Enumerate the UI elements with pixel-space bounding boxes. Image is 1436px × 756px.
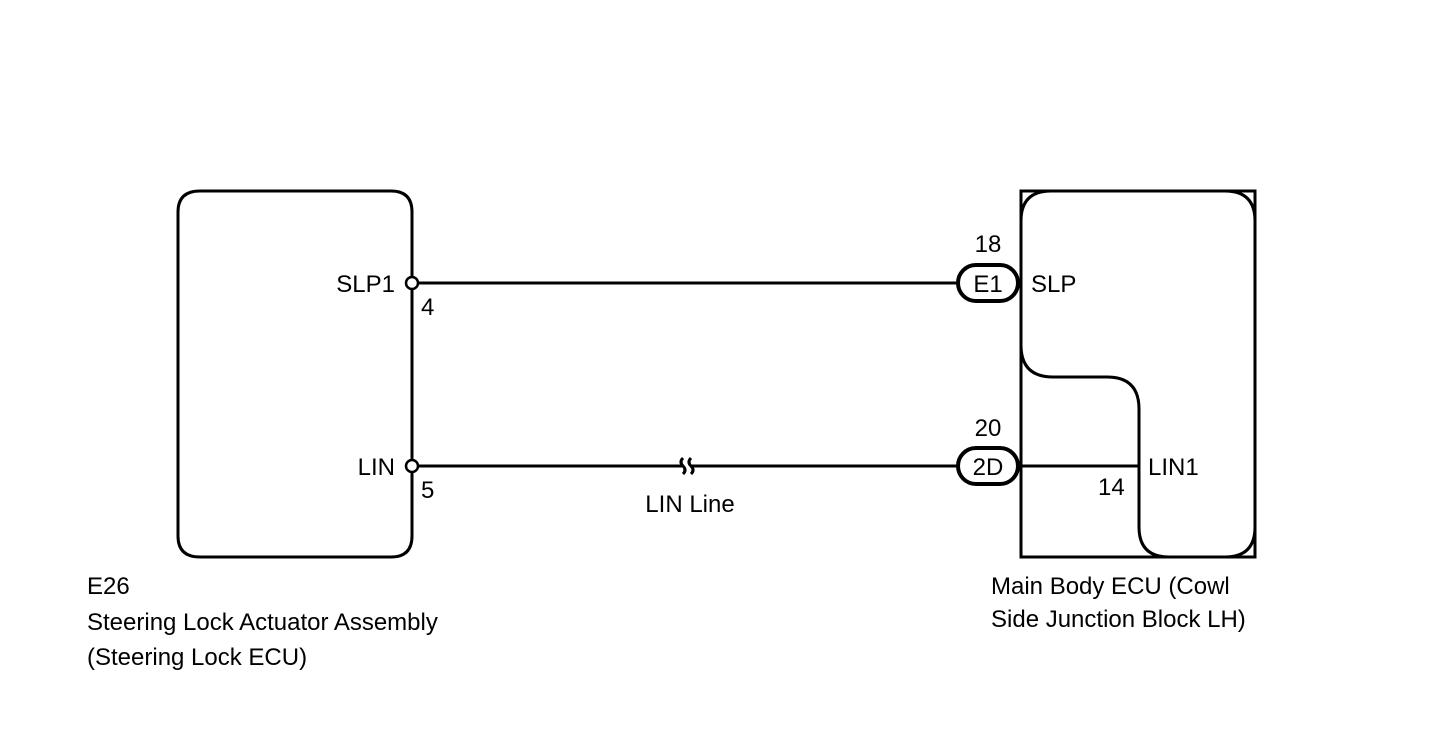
signal-label-lin1: LIN1 bbox=[1148, 454, 1199, 481]
lin-wire-break-mark bbox=[679, 456, 695, 476]
connector-pin-18: 18 bbox=[975, 231, 1002, 258]
left-component-code: E26 bbox=[87, 573, 130, 600]
right-component-name-line1: Main Body ECU (Cowl bbox=[991, 573, 1230, 600]
pin-number-14: 14 bbox=[1098, 474, 1125, 501]
connector-2d-oval bbox=[956, 446, 1020, 486]
connector-label-e1: E1 bbox=[973, 271, 1002, 298]
connector-label-2d: 2D bbox=[973, 454, 1004, 481]
slp1-terminal-circle bbox=[404, 275, 420, 291]
pin-label-slp1: SLP1 bbox=[336, 271, 395, 298]
lin-terminal-circle bbox=[404, 458, 420, 474]
pin-label-lin: LIN bbox=[358, 454, 395, 481]
connector-pin-20: 20 bbox=[975, 415, 1002, 442]
left-component-name-line2: (Steering Lock ECU) bbox=[87, 644, 307, 671]
connector-e1-oval bbox=[956, 263, 1020, 303]
main-body-ecu-inner-shape bbox=[1019, 189, 1257, 559]
left-component-name-line1: Steering Lock Actuator Assembly bbox=[87, 609, 438, 636]
right-component-name-line2: Side Junction Block LH) bbox=[991, 606, 1246, 633]
pin-number-5: 5 bbox=[421, 477, 434, 504]
lin-line-label: LIN Line bbox=[645, 491, 734, 518]
pin-number-4: 4 bbox=[421, 294, 434, 321]
steering-lock-actuator-box bbox=[176, 189, 414, 559]
signal-label-slp: SLP bbox=[1031, 271, 1076, 298]
